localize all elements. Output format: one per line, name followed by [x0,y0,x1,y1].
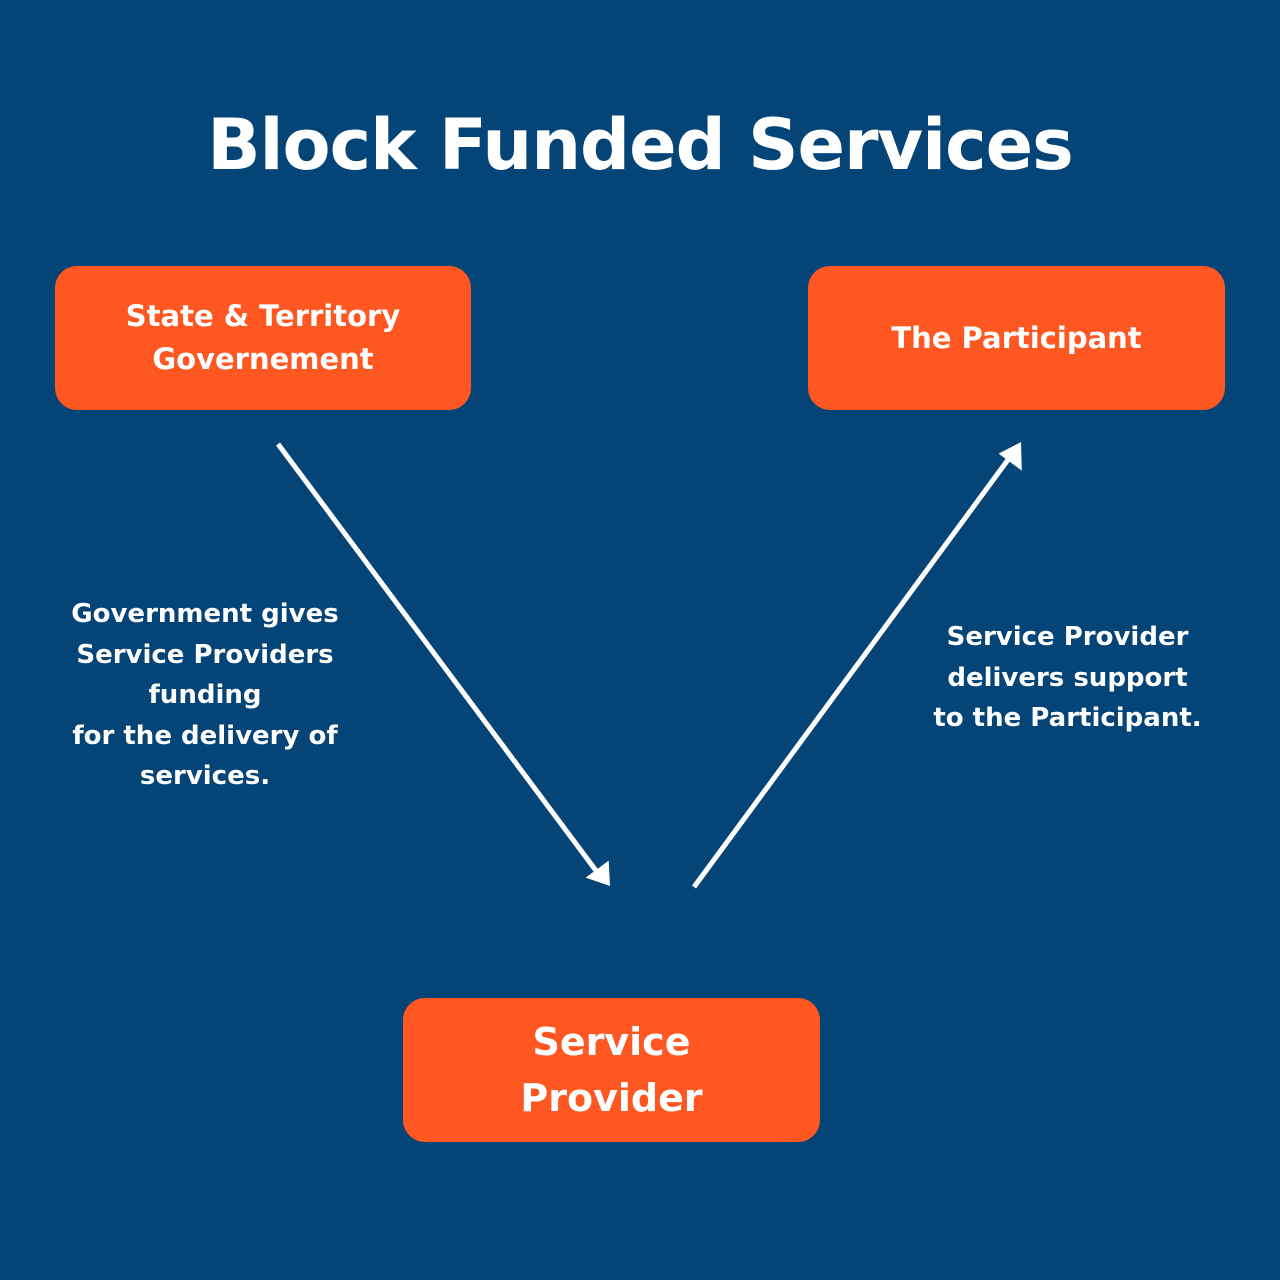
node-participant: The Participant [808,266,1225,410]
arrow-provider-to-participant [691,442,1022,889]
node-service-provider-label: Service Provider [520,1020,703,1120]
node-state-territory-government: State & Territory Governement [55,266,471,410]
diagram-title: Block Funded Services [207,104,1074,186]
delivery-caption: Service Provider delivers support to the… [933,622,1202,733]
node-service-provider: Service Provider [403,998,820,1142]
node-participant-label: The Participant [891,320,1142,355]
node-state-territory-government-label: State & Territory Governement [125,299,401,376]
arrow-government-to-provider [275,442,610,886]
funding-caption: Government gives Service Providers fundi… [71,599,339,791]
